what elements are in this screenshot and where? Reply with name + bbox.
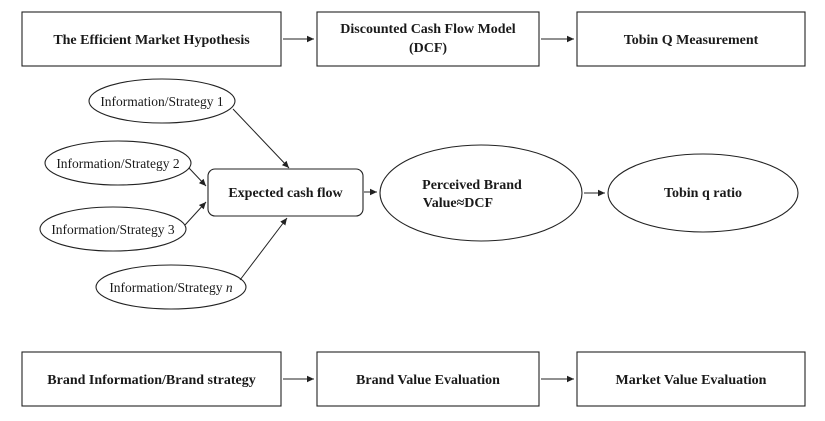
node-brand-value-evaluation: Brand Value Evaluation [316,351,540,407]
node-efficient-market-hypothesis: The Efficient Market Hypothesis [21,11,282,67]
dcf-label-line2: (DCF) [409,41,447,56]
edge-info3-to-cashflow [184,201,207,226]
node-info-strategy-1: Information/Strategy 1 [88,78,236,124]
node-dcf-model: Discounted Cash Flow Model (DCF) [316,11,540,67]
tobin-ratio-label: Tobin q ratio [664,186,742,201]
edge-info2-to-cashflow [188,167,207,187]
node-info-strategy-3: Information/Strategy 3 [39,206,187,252]
info-strategy-1-label: Information/Strategy 1 [100,94,223,109]
market-value-evaluation-label: Market Value Evaluation [616,373,767,388]
perceived-brand-label-line2: Value≈DCF [423,196,493,211]
edge-info1-to-cashflow [232,108,290,169]
info-strategy-3-label: Information/Strategy 3 [51,222,175,237]
edge-infon-to-cashflow [239,217,288,281]
node-perceived-brand-value: Perceived Brand Value≈DCF [379,144,583,242]
dcf-label-line1: Discounted Cash Flow Model [340,22,516,37]
brand-value-evaluation-label: Brand Value Evaluation [356,373,500,388]
perceived-brand-label-line1: Perceived Brand [422,178,522,193]
node-market-value-evaluation: Market Value Evaluation [576,351,806,407]
tobin-measurement-label: Tobin Q Measurement [624,33,759,48]
node-info-strategy-n: Information/Strategy n [95,264,247,310]
expected-cash-flow-label: Expected cash flow [228,186,343,201]
node-tobin-q-ratio: Tobin q ratio [607,153,799,233]
brand-information-label: Brand Information/Brand strategy [47,373,255,388]
info-strategy-n-variable: n [226,280,233,295]
info-strategy-2-label: Information/Strategy 2 [56,156,179,171]
info-strategy-n-label: Information/Strategy n [109,280,233,295]
node-brand-information-strategy: Brand Information/Brand strategy [21,351,282,407]
node-info-strategy-2: Information/Strategy 2 [44,140,192,186]
node-tobin-q-measurement: Tobin Q Measurement [576,11,806,67]
efficient-market-label: The Efficient Market Hypothesis [53,33,250,48]
info-strategy-n-prefix: Information/Strategy [109,280,226,295]
node-expected-cash-flow: Expected cash flow [207,168,364,217]
